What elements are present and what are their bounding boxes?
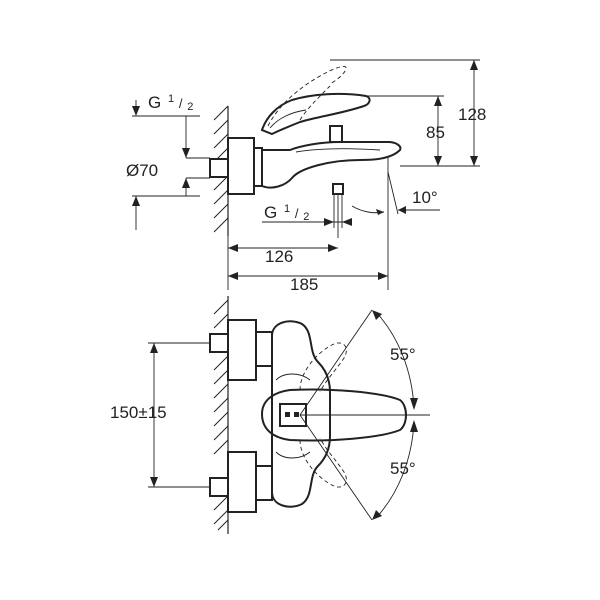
spacing-150-label: 150±15	[110, 403, 167, 422]
height-128-label: 128	[458, 105, 486, 124]
mixer-body-side	[261, 141, 402, 189]
length-126-dimension: 126	[227, 236, 338, 290]
height-85-dimension: 85	[366, 95, 445, 166]
height-85-label: 85	[426, 123, 445, 142]
wall-bottom-dimension	[132, 195, 200, 230]
length-126-label: 126	[265, 247, 293, 266]
angle-bottom-label: 55°	[390, 459, 416, 478]
diverter-knob-side	[329, 125, 343, 143]
angle-bottom-annotation: 55°	[299, 414, 418, 521]
thread-bottom-num: 1	[284, 203, 290, 215]
angle-10-label: 10°	[412, 188, 438, 207]
thread-bottom-den: 2	[303, 211, 309, 223]
wall-hatch-top	[213, 296, 229, 534]
bottom-outlet-side	[332, 183, 344, 238]
thread-top-base: G	[148, 93, 161, 112]
thread-top-dimension: G 1 / 2	[132, 87, 200, 158]
thread-bottom-dimension: G 1 / 2	[262, 197, 352, 226]
lever-handle-side	[260, 65, 371, 136]
length-185-label: 185	[290, 275, 318, 294]
thread-top-den: 2	[187, 101, 193, 113]
height-128-dimension: 128	[330, 59, 486, 167]
svg-text:G 1 /: G 1 / 2	[264, 197, 309, 223]
thread-bottom-base: G	[264, 203, 277, 222]
angle-top-annotation: 55°	[299, 309, 418, 416]
angle-top-label: 55°	[390, 345, 416, 364]
diameter-label: Ø70	[126, 161, 158, 180]
spout-angle-annotation: 10°	[351, 171, 440, 215]
side-view: 10° G 1 / 2 Ø70	[126, 59, 486, 294]
thread-top-num: 1	[168, 93, 174, 105]
svg-text:G 1 /: G 1 / 2	[148, 87, 193, 113]
lever-alt-positions	[299, 342, 347, 488]
wall-connector-top-lower	[209, 451, 273, 513]
diameter-dimension: Ø70	[126, 157, 210, 196]
wall-connector-side	[209, 137, 263, 195]
length-185-dimension: 185	[228, 272, 388, 294]
mixer-body-top	[271, 320, 331, 508]
top-view: 55° 55° 150±15	[110, 296, 430, 534]
wall-connector-top-upper	[209, 319, 273, 381]
spacing-150-dimension: 150±15	[110, 342, 210, 488]
